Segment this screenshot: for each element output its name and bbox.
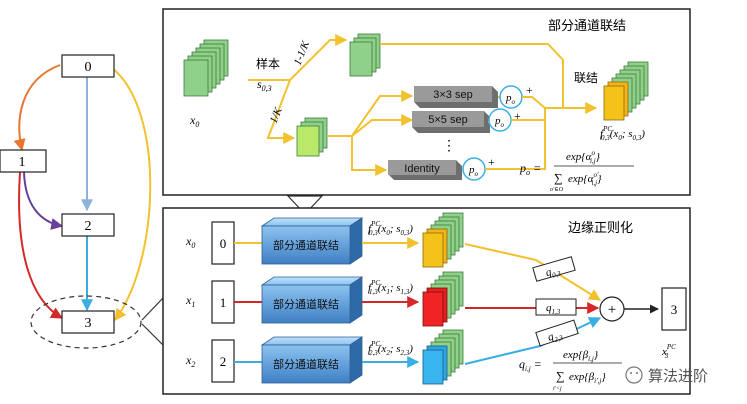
sample-label: 样本 — [256, 56, 280, 71]
ops-merge-path-3 — [485, 120, 546, 170]
row2-x-label: x2 — [185, 353, 195, 369]
dag-node-2: 2 — [85, 219, 92, 234]
op-label-3: Identity — [404, 163, 440, 175]
svg-text:exp{βi,j}: exp{βi,j} — [563, 349, 599, 363]
row1-block-label: 部分通道联结 — [273, 297, 339, 311]
callout-line-upper — [141, 297, 164, 321]
row0-x-label: x0 — [185, 234, 195, 250]
svg-text:exp{αoi,j}: exp{αoi,j} — [566, 149, 601, 165]
partial-panel-title: 部分通道联结 — [548, 19, 626, 34]
callout-top-bridge — [286, 195, 324, 215]
op-label-2: 5×5 sep — [428, 114, 467, 126]
svg-text:exp{βi′,j}: exp{βi′,j} — [569, 371, 606, 385]
dag-node-3-box — [61, 310, 115, 334]
plus-sign-1: + — [526, 83, 533, 97]
row1-q-label: q1,3 — [546, 302, 561, 316]
edge-0-3 — [111, 67, 152, 321]
dag-node-0: 0 — [85, 60, 92, 75]
branch-to-op2 — [351, 114, 414, 137]
dag-panel: 0 1 2 3 — [0, 54, 152, 349]
op-box-3: Identity — [388, 160, 462, 180]
dag-node-3: 3 — [85, 316, 92, 331]
edge-output-box — [661, 287, 687, 331]
sum-symbol: + — [608, 302, 616, 318]
sampled-feature-stack — [296, 117, 328, 157]
op-box-1: 3×3 sep — [414, 86, 498, 108]
node3-highlight — [30, 295, 142, 349]
svg-text:po: po — [494, 115, 505, 129]
dag-node-0-box — [61, 54, 115, 78]
watermark-text: 算法进阶 — [648, 367, 708, 385]
svg-text:∑: ∑ — [554, 171, 563, 185]
watermark: 算法进阶 — [625, 366, 708, 385]
dag-node-2-box — [61, 213, 115, 237]
split-path-lower — [266, 79, 296, 144]
edge-output-index: 3 — [671, 302, 678, 317]
svg-text:po =: po = — [519, 161, 541, 177]
svg-text:∑: ∑ — [556, 369, 565, 383]
svg-text:i′<j: i′<j — [553, 386, 562, 392]
edge-1-2 — [23, 171, 64, 230]
plus-sign-2: + — [514, 109, 521, 123]
weight-circle-1: po — [499, 85, 523, 109]
svg-text:po: po — [468, 164, 479, 178]
svg-text:qi,j =: qi,j = — [519, 357, 542, 373]
edge-0-1 — [13, 64, 61, 152]
bypass-to-concat — [380, 43, 598, 114]
row0-q-label: q0,3 — [544, 264, 562, 282]
row2-q-label: q2,3 — [546, 328, 564, 346]
dag-node-1-box — [0, 149, 47, 173]
row0-block-label: 部分通道联结 — [273, 238, 339, 252]
weight-circle-3: po — [462, 157, 486, 181]
input-feature-stack — [183, 39, 229, 97]
branch-to-op1 — [328, 90, 414, 137]
svg-text:exp{αo′i,j}: exp{αo′i,j} — [568, 171, 602, 187]
partial-channel-panel: 部分通道联结 x0 样本 s0,3 1-1/K 1/K — [162, 8, 691, 196]
row2-index: 2 — [220, 354, 227, 369]
branch-to-op3 — [351, 136, 388, 176]
split-path-upper — [248, 34, 348, 81]
svg-text:po: po — [505, 92, 516, 106]
partial-output-stack — [603, 61, 649, 121]
frac-lower-label: 1/K — [268, 105, 285, 125]
ops-ellipsis: ⋮ — [442, 139, 456, 154]
op-label-1: 3×3 sep — [433, 89, 472, 101]
callout-connectors — [141, 195, 324, 346]
row1-x-label: x1 — [185, 293, 195, 309]
edge-panel-title: 边缘正则化 — [568, 221, 633, 236]
row1-index: 1 — [220, 295, 227, 310]
dag-node-1: 1 — [19, 155, 26, 170]
q-formula: qi,j = exp{βi,j} ∑ i′<j exp{βi′,j} — [519, 349, 622, 392]
sample-s-label: s0,3 — [257, 77, 272, 93]
concat-label: 联结 — [574, 71, 598, 85]
ops-merge-path — [522, 96, 563, 109]
wechat-icon — [625, 366, 643, 384]
callout-line-lower — [141, 323, 164, 346]
row2-block-label: 部分通道联结 — [273, 357, 339, 371]
svg-text:o′∈O: o′∈O — [550, 187, 564, 193]
row0-index: 0 — [220, 236, 227, 251]
plus-sign-3: + — [488, 155, 495, 169]
edge-1-3 — [18, 171, 64, 319]
weight-circle-2: po — [488, 108, 512, 132]
bypass-feature-stack — [349, 33, 381, 77]
partial-input-label: x0 — [189, 113, 199, 129]
op-box-2: 5×5 sep — [412, 111, 490, 133]
